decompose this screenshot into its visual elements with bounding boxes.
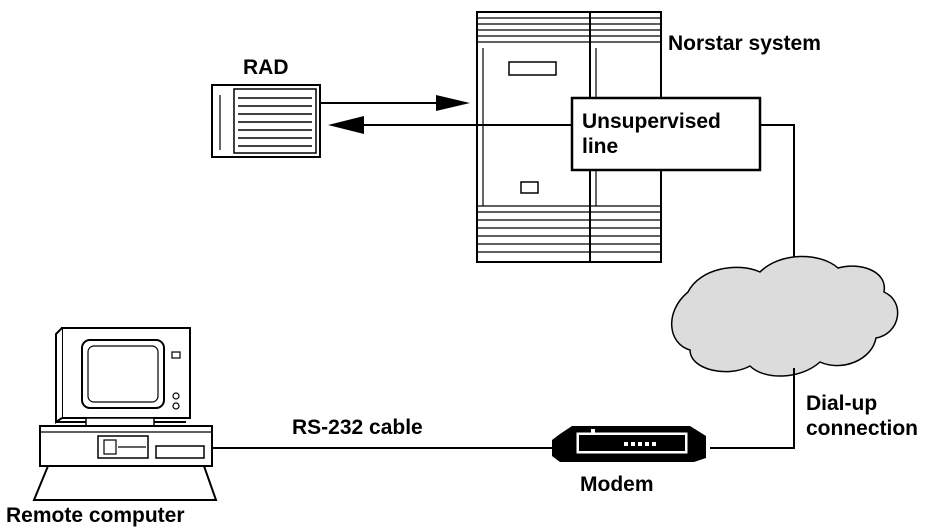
rad-label: RAD — [243, 56, 289, 79]
dialup-label-line1: Dial-up — [806, 392, 878, 415]
modem — [552, 426, 706, 462]
dialup-label-line2: connection — [806, 417, 919, 440]
unsupervised-line-label-line2: line — [582, 135, 619, 158]
remote-computer — [32, 327, 218, 501]
dialup-network-cloud — [671, 255, 899, 377]
rs232-cable-label: RS-232 cable — [292, 416, 423, 439]
line-to-cloud — [760, 124, 795, 262]
unsupervised-line-label-line1: Unsupervised — [582, 110, 721, 133]
unsupervised-line-box — [570, 96, 762, 172]
remote-computer-label: Remote computer — [6, 504, 185, 527]
arrow-to-norstar — [320, 95, 470, 111]
arrow-to-rad — [328, 116, 572, 134]
rad-device — [211, 84, 321, 158]
modem-label: Modem — [580, 473, 654, 496]
norstar-system-label: Norstar system — [668, 32, 821, 55]
line-cloud-to-modem — [710, 368, 795, 449]
